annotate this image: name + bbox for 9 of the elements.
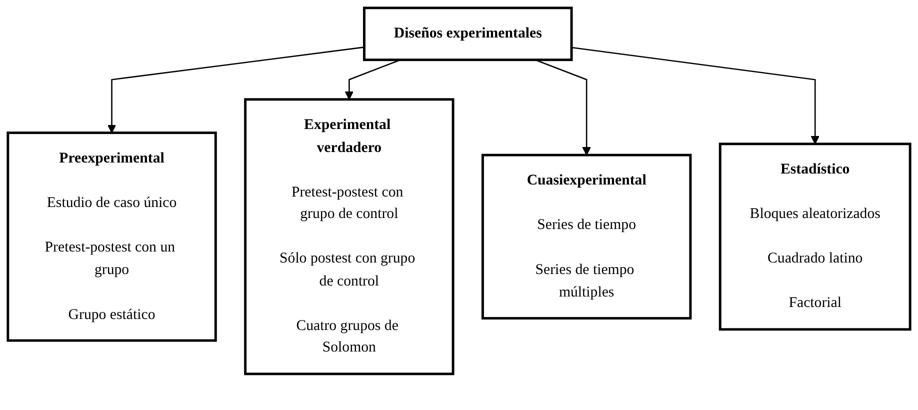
node-box: Diseños experimentales — [363, 6, 573, 62]
arrow — [107, 46, 364, 134]
node-box: Preexperimental Estudio de caso único Pretest-postest con un grupo Grupo estático — [6, 132, 217, 342]
arrow — [344, 59, 401, 100]
node-box: Estadístico Bloques aleatorizados Cuadrado latino Factorial — [718, 142, 912, 331]
arrow — [571, 46, 820, 144]
node-box: Experimental verdadero Pretest-postest con grupo de control Sólo postest con grupo de control Cuatro grupos de Solomon — [244, 98, 454, 376]
arrow — [535, 59, 591, 156]
node-box: Cuasiexperimental Series de tiempo Series de tiempo múltiples — [481, 154, 692, 320]
